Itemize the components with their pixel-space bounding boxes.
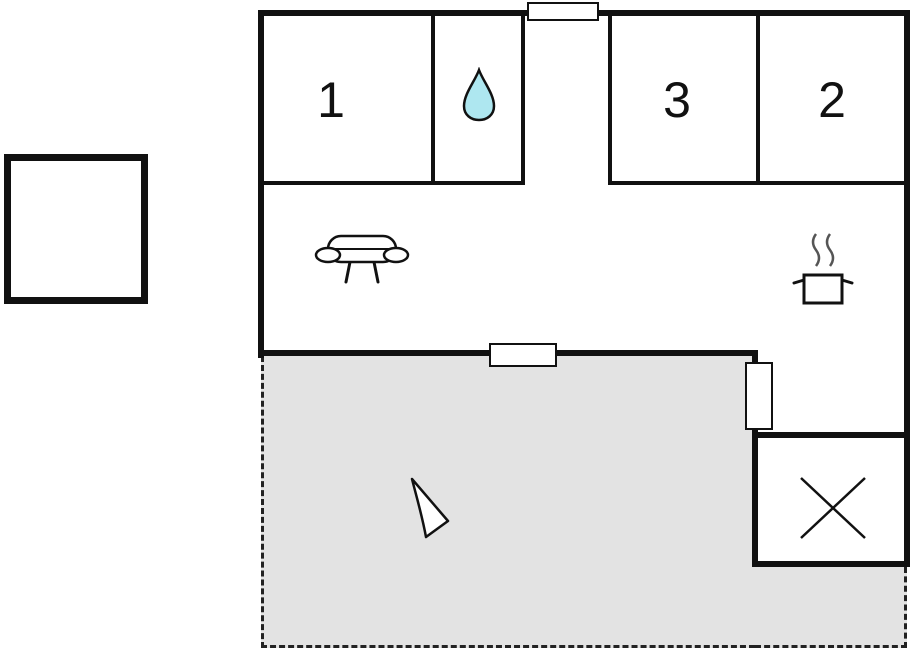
wall-room1-bathroom — [431, 10, 435, 185]
sofa-icon — [314, 234, 410, 284]
north-arrow-icon — [410, 477, 450, 539]
wall-room3-room2-bottom — [608, 181, 910, 185]
room-1-label: 1 — [317, 72, 345, 128]
terrace-area — [261, 356, 755, 648]
terrace-area-extension — [755, 567, 907, 648]
door-living-terrace — [489, 343, 557, 367]
wall-storage-top — [752, 432, 910, 438]
stove-pot-icon — [792, 233, 854, 305]
wall-right-section-vertical — [752, 350, 758, 567]
wall-room1-bathroom-bottom — [258, 181, 525, 185]
cross-marker-icon — [800, 477, 866, 539]
room-2-label: 2 — [818, 72, 846, 128]
wall-room3-left — [608, 10, 612, 185]
outbuilding-square — [4, 154, 148, 304]
room-3-label: 3 — [663, 72, 691, 128]
door-side-vertical — [745, 362, 773, 430]
wall-bathroom-right — [521, 10, 525, 185]
door-entrance-top — [527, 2, 599, 21]
wall-room3-room2 — [756, 10, 760, 185]
water-drop-icon — [462, 67, 496, 122]
wall-right — [904, 10, 910, 567]
wall-storage-bottom — [752, 561, 910, 567]
